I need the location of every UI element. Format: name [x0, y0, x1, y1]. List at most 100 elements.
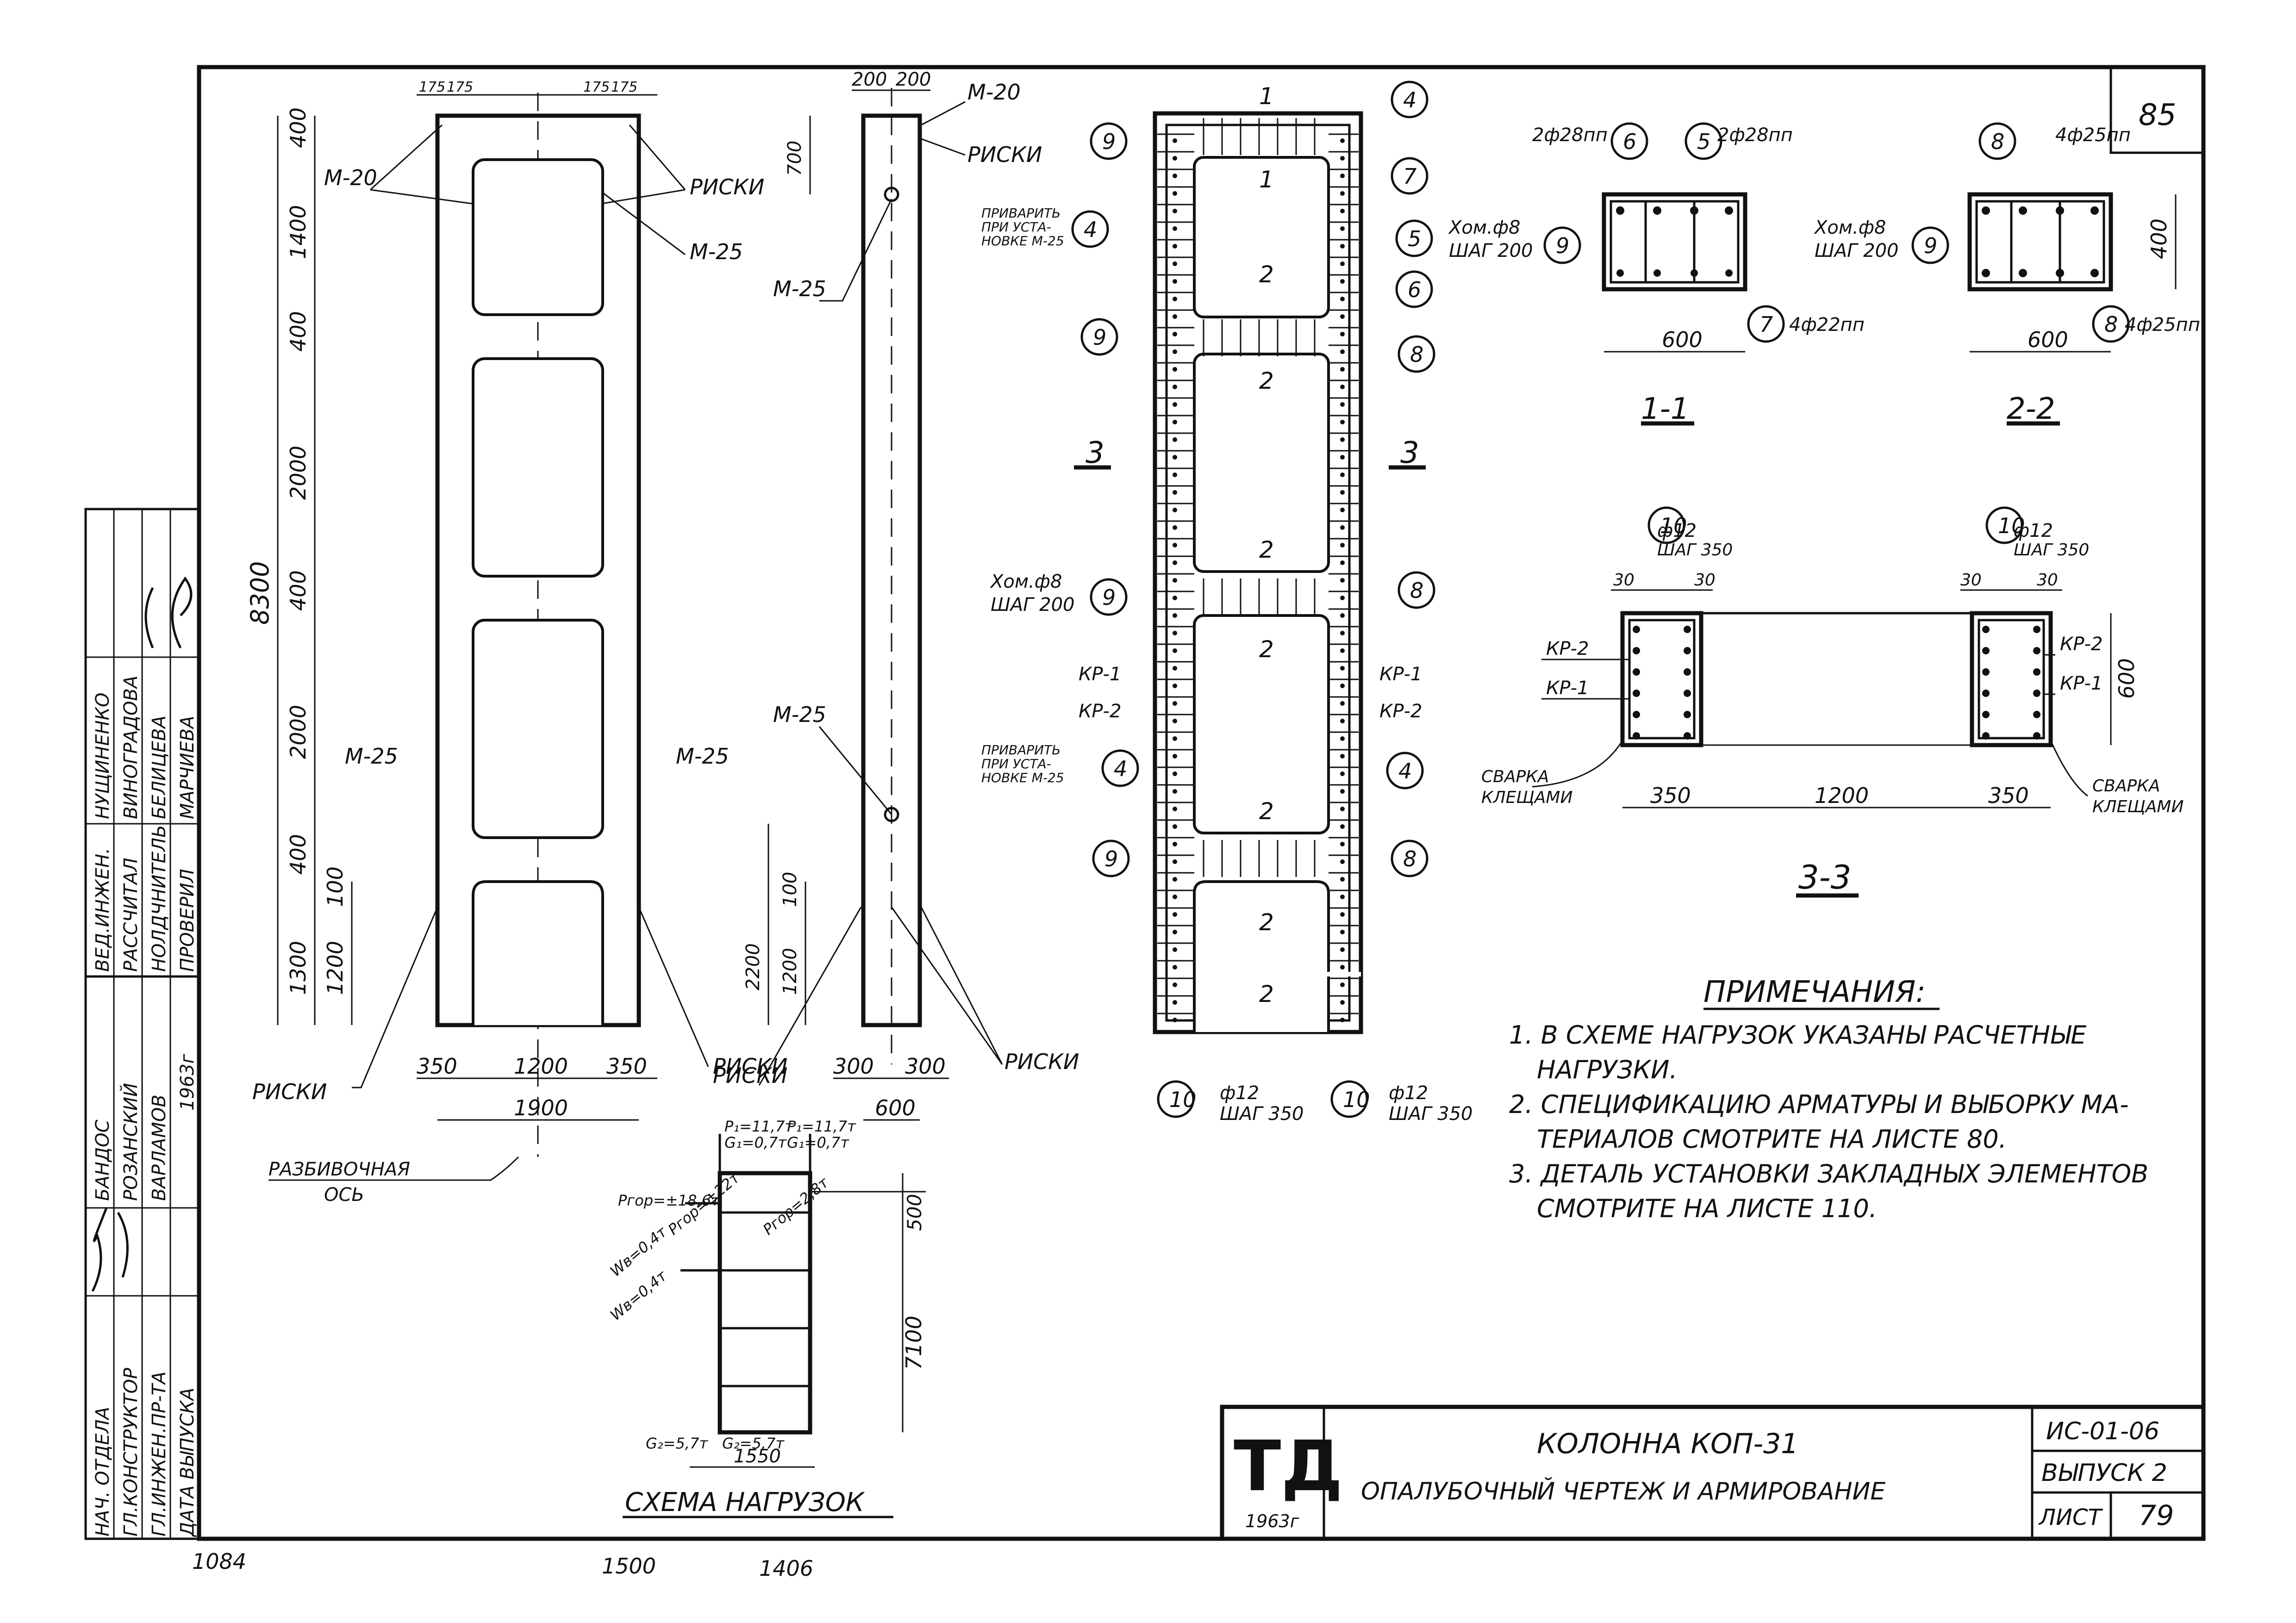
front-dim-bottom-2: 1200 — [514, 1054, 568, 1079]
rebar-dot — [1173, 1000, 1177, 1005]
rebar-dot — [1684, 668, 1691, 676]
rein-kr2-left: КР-2 — [1079, 701, 1121, 722]
rebar-dot — [1173, 842, 1177, 846]
rebar-dot — [1633, 690, 1640, 697]
callout-circle — [1157, 1080, 1195, 1118]
title-line-1: КОЛОННА КОП-31 — [1537, 1428, 1798, 1460]
note-line-2: НАГРУЗКИ. — [1537, 1055, 1678, 1084]
s33-step-right: ШАГ 350 — [2014, 541, 2089, 560]
mark-2b: 2 — [1259, 367, 1274, 394]
section-2-2: 600 400 2-2 4ф25пп 4ф25пп Хом.ф8 ШАГ 200 — [1814, 124, 2200, 426]
rebar-dot — [1340, 420, 1345, 424]
section-3-right: 3 — [1400, 436, 1419, 470]
load-g3: G₂=5,7т — [646, 1435, 708, 1452]
callout-number: 6 — [1623, 129, 1636, 154]
mark-2a: 2 — [1259, 261, 1274, 288]
front-dim-1200: 1200 — [323, 941, 348, 995]
rebar-dot — [1340, 824, 1345, 829]
s22-title: 2-2 — [2007, 392, 2055, 426]
callout-number: 10 — [1343, 1087, 1370, 1112]
rebar-dot — [1982, 732, 1990, 740]
rebar-dot — [1173, 578, 1177, 583]
rebar-dot — [1340, 807, 1345, 811]
rebar-dot — [1340, 771, 1345, 776]
callout-number: 9 — [1556, 233, 1569, 258]
rebar-dot — [1633, 668, 1640, 676]
rebar-dot — [1340, 666, 1345, 671]
mark-2d: 2 — [1259, 636, 1274, 663]
callout-circle — [2092, 305, 2130, 343]
s33-kr1-right: КР-1 — [2060, 673, 2103, 694]
rebar-dot — [1340, 473, 1345, 477]
front-label-axis2: ОСЬ — [324, 1184, 364, 1206]
callout-circle — [1685, 122, 1722, 160]
side-view: 200 200 700 2200 100 1200 300 300 600 М-… — [713, 69, 1079, 1121]
front-dim-bottom-total: 1900 — [514, 1095, 568, 1120]
rebar-dot — [1633, 647, 1640, 654]
stamp-name-5: НУЩИНЕНКО — [92, 693, 113, 819]
margin-number-3: 1406 — [759, 1556, 813, 1581]
s33-d30-1: 30 — [1613, 571, 1635, 590]
callout-number: 9 — [1102, 129, 1116, 154]
rebar-dot — [1173, 631, 1177, 635]
load-scheme: Р₁=11,7т G₁=0,7т Р₁=11,7т G₁=0,7т Pгор=±… — [607, 1118, 926, 1518]
callout-number: 4 — [1114, 756, 1127, 781]
doc-code: ИС-01-06 — [2046, 1418, 2159, 1445]
rebar-dot — [1340, 209, 1345, 213]
callout-number: 7 — [1403, 164, 1416, 189]
front-dim-total: 8300 — [245, 561, 275, 625]
front-label-riski-top: РИСКИ — [690, 174, 764, 199]
s22-label-b: 4ф25пп — [2125, 314, 2200, 336]
rebar-dot — [1173, 138, 1177, 143]
side-dim-2200: 2200 — [742, 943, 764, 990]
page-number: 85 — [2139, 98, 2176, 132]
stamp-name-6: ВИНОГРАДОВА — [120, 676, 142, 819]
front-label-axis: РАЗБИВОЧНАЯ — [268, 1159, 410, 1180]
rein-kr1-right: КР-1 — [1379, 664, 1422, 685]
rebar-dot — [1173, 455, 1177, 460]
front-dim-top-3: 175 — [583, 79, 610, 95]
front-label-m25-top: М-25 — [690, 239, 743, 264]
callout-number: 10 — [1998, 513, 2025, 538]
callout-number: 9 — [1093, 325, 1106, 350]
title-line-2: ОПАЛУБОЧНЫЙ ЧЕРТЕЖ И АРМИРОВАНИЕ — [1361, 1477, 1885, 1505]
front-dim-100: 100 — [323, 866, 348, 907]
rebar-dot — [1340, 859, 1345, 864]
rebar-dot — [1173, 420, 1177, 424]
s11-label-c: 4ф22пп — [1789, 314, 1865, 336]
stamp-role-5: ВЕД.ИНЖЕН. — [92, 848, 113, 972]
s11-step: ШАГ 200 — [1449, 240, 1533, 261]
front-dim-400b: 400 — [286, 311, 311, 352]
rebar-dot — [2033, 668, 2040, 676]
side-dim-top-1: 200 — [852, 69, 887, 90]
mark-2f: 2 — [1259, 909, 1274, 936]
rein-kr2-right: КР-2 — [1379, 701, 1422, 722]
s33-d30-2: 30 — [1694, 571, 1716, 590]
rebar-dot — [1340, 736, 1345, 741]
rebar-dot — [1684, 732, 1691, 740]
s33-weld-right: СВАРКА — [2092, 777, 2160, 796]
note-line-5: 3. ДЕТАЛЬ УСТАНОВКИ ЗАКЛАДНЫХ ЭЛЕМЕНТОВ — [1509, 1159, 2148, 1188]
mark-2c: 2 — [1259, 536, 1274, 563]
front-dim-1400: 1400 — [286, 205, 311, 259]
front-dim-bottom-3: 350 — [606, 1054, 647, 1079]
side-label-m25-top: М-25 — [773, 276, 826, 301]
rebar-dot — [1173, 701, 1177, 706]
front-dim-1300: 1300 — [286, 941, 311, 995]
s33-step-left: ШАГ 350 — [1657, 541, 1733, 560]
side-dim-bottom-1: 300 — [833, 1054, 874, 1079]
stamp-name-8: МАРЧИЕВА — [177, 716, 198, 819]
callout-number: 10 — [1660, 513, 1687, 538]
rebar-dot — [1173, 1018, 1177, 1022]
rebar-dot — [1173, 754, 1177, 759]
rebar-dot — [1173, 191, 1177, 196]
callout-number: 7 — [1759, 312, 1773, 337]
rebar-dot — [1684, 626, 1691, 633]
mark-1b: 1 — [1259, 166, 1274, 193]
rebar-dot — [1340, 912, 1345, 917]
weld-note-1c: НОВКЕ М-25 — [981, 233, 1064, 249]
logo-year: 1963г — [1245, 1511, 1300, 1531]
s33-weld2-left: КЛЕЩАМИ — [1481, 788, 1572, 807]
s33-phi-left: ф12 — [1657, 520, 1697, 541]
rebar-dot — [1173, 877, 1177, 882]
